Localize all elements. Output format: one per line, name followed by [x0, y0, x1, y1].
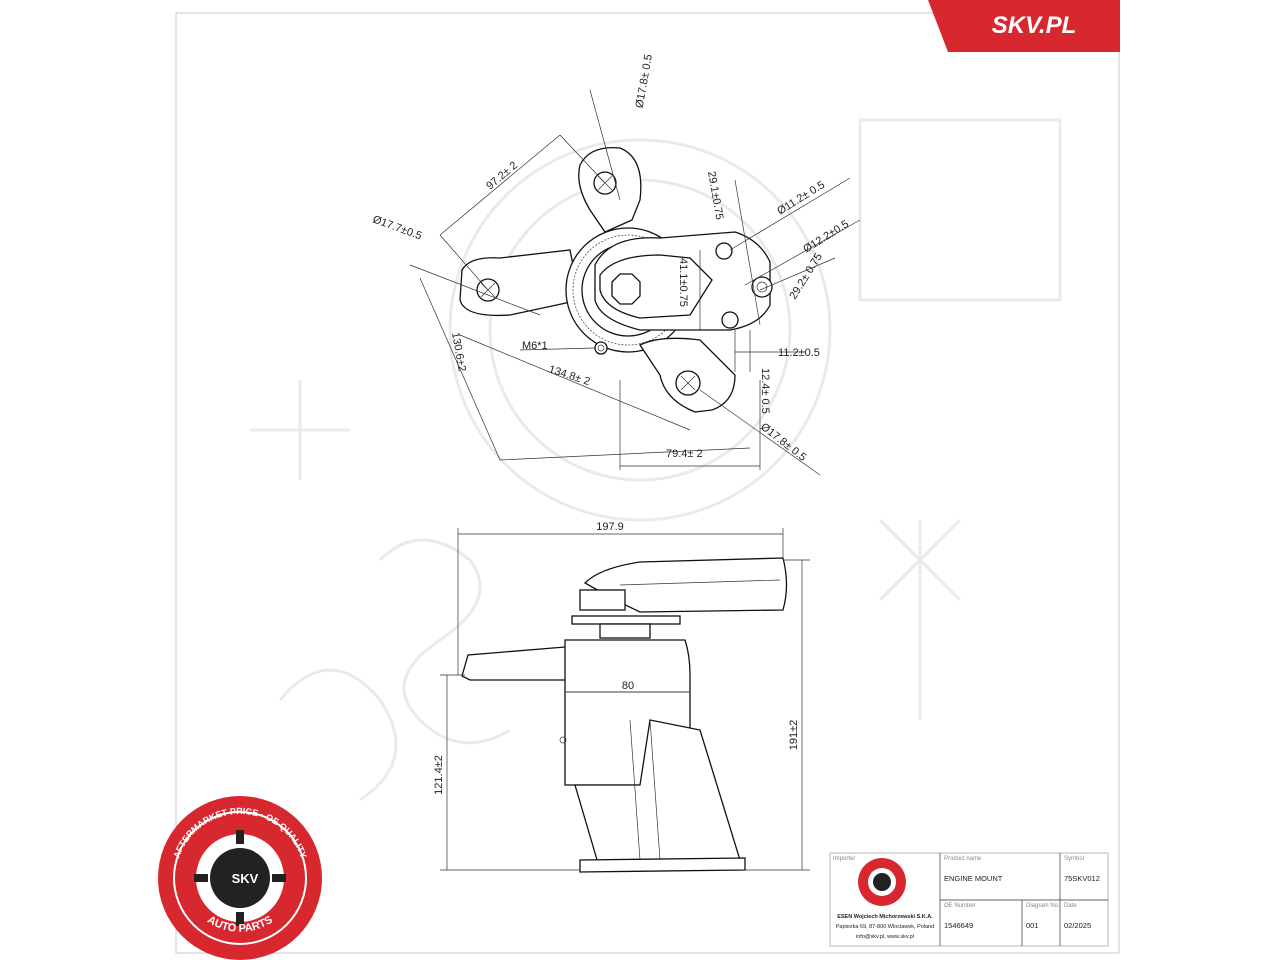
dim-d10: 11.2±0.5: [778, 347, 820, 359]
brand-badge: SKV.PL: [928, 0, 1120, 52]
brand-badge-text: SKV.PL: [992, 12, 1076, 39]
diagram-no-label: Diagram No.: [1026, 903, 1060, 909]
product-name: ENGINE MOUNT: [944, 874, 1003, 883]
importer-label: Importer: [833, 856, 855, 862]
company-line-2: Papiezka 69, 87-800 Wloclawek, Poland: [836, 924, 934, 930]
symbol-label: Symbol: [1064, 856, 1084, 862]
company-line-1: ESEN Wojciech Michorzewski S.K.A.: [837, 914, 933, 920]
dim-height: 191±2: [788, 720, 800, 751]
side-view: 197.9 80 191±2 121.4±2: [433, 521, 810, 873]
seal-center-text: SKV: [232, 871, 259, 886]
date-label: Date: [1064, 903, 1077, 909]
dim-lower: 121.4±2: [433, 755, 445, 795]
mini-seal-logo: [858, 858, 906, 906]
oe-number-label: OE Number: [944, 903, 976, 909]
title-block: Importer Product name ENGINE MOUNT Symbo…: [829, 852, 1109, 947]
seal-logo: SKV AFTERMARKET PRICE · OE QUALITY AUTO …: [158, 796, 322, 960]
watermark: [250, 118, 1062, 802]
dim-inner: 80: [622, 680, 634, 692]
hex-socket: [611, 273, 641, 305]
oe-number: 1546649: [944, 921, 973, 930]
dim-d9: M6*1: [522, 340, 548, 352]
dim-width: 197.9: [596, 521, 624, 533]
top-dimension-lines: [409, 89, 861, 476]
company-line-3: info@skv.pl, www.skv.pl: [856, 934, 914, 940]
dim-d7: 41.1±0.75: [677, 258, 689, 307]
diagram-no: 001: [1026, 921, 1039, 930]
dim-d15: 79.4± 2: [666, 448, 703, 460]
dim-d13: 12.4± 0.5: [759, 368, 771, 414]
symbol-value: 75SKV012: [1064, 874, 1100, 883]
product-name-label: Product name: [944, 856, 982, 862]
date-value: 02/2025: [1064, 921, 1091, 930]
